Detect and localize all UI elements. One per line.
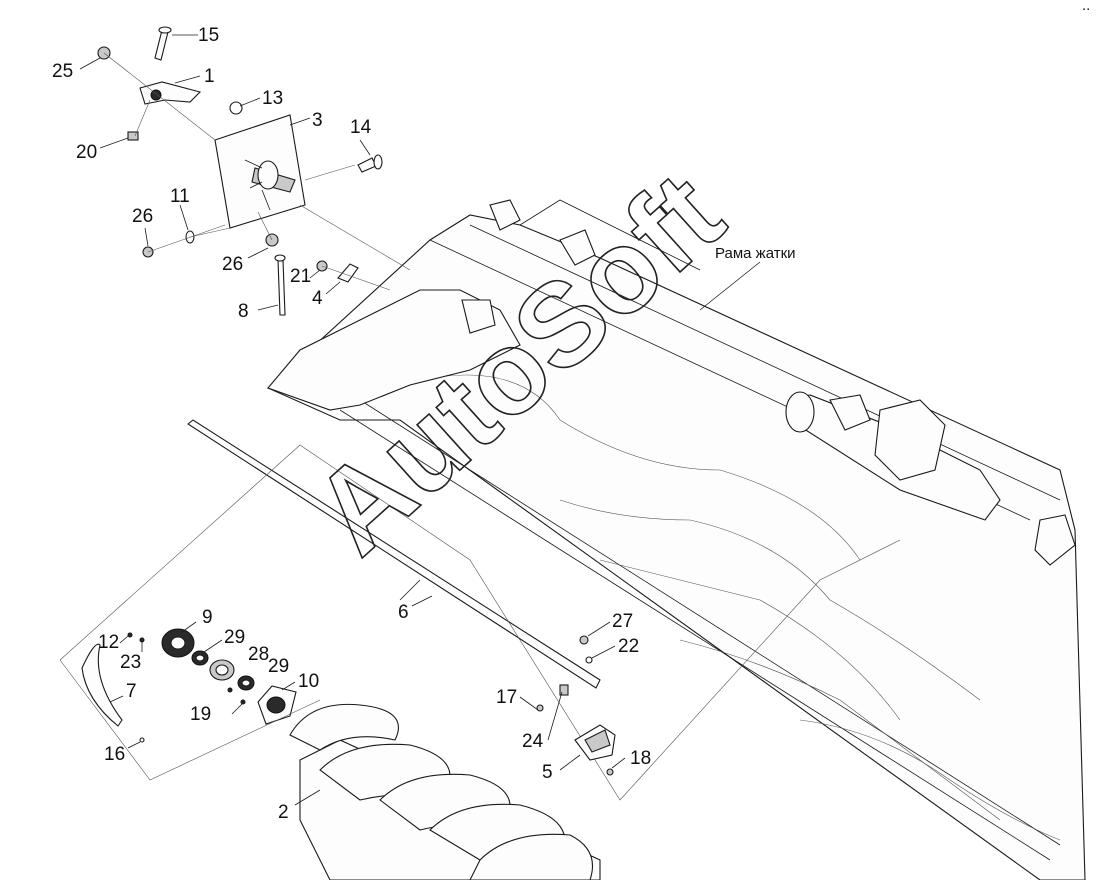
bolt-part-14: [357, 154, 383, 173]
clip-part-4: [337, 263, 359, 283]
callout-29-b: 29: [268, 656, 289, 677]
callout-25: 25: [52, 61, 73, 82]
frame-label: Рама жатки: [715, 245, 796, 262]
callout-4: 4: [312, 288, 323, 309]
pin-part-15: [154, 26, 172, 61]
callout-3: 3: [312, 110, 323, 131]
callout-26-left: 26: [132, 206, 153, 227]
callout-23: 23: [120, 652, 141, 673]
callout-10: 10: [298, 671, 319, 692]
leader-lines-top: [103, 52, 391, 291]
callout-8: 8: [238, 301, 249, 322]
callout-29-a: 29: [224, 627, 245, 648]
callout-1: 1: [204, 66, 215, 87]
callout-11: 11: [170, 186, 190, 207]
callout-22: 22: [618, 636, 639, 657]
cover-part-7: [81, 643, 123, 727]
callout-13: 13: [262, 88, 283, 109]
callout-24: 24: [522, 731, 544, 752]
washer-part-13: [229, 101, 243, 115]
callout-7: 7: [126, 681, 137, 702]
corner-mark: ..: [1082, 0, 1090, 14]
bearing-assembly: [59, 444, 901, 801]
callout-27: 27: [612, 611, 633, 632]
callout-numbers: 15 25 1 13 3 14 20 11 26 26 21 4 8 6 9 2…: [52, 25, 651, 823]
callout-26-center: 26: [222, 254, 243, 275]
header-frame: Рама жатки: [267, 199, 1086, 880]
callout-20: 20: [76, 142, 97, 163]
callout-5: 5: [542, 762, 553, 783]
auger-part-2: [289, 703, 601, 880]
callout-6: 6: [398, 602, 409, 623]
side-plate-part-3: [214, 114, 411, 271]
callout-28: 28: [248, 644, 269, 665]
knife-bar-part-6: [187, 419, 601, 689]
nut-part-20: [127, 131, 139, 141]
callout-15: 15: [198, 25, 219, 46]
callout-14: 14: [350, 117, 372, 138]
callout-12: 12: [98, 632, 119, 653]
callout-17: 17: [496, 687, 517, 708]
lever-part-1: [139, 81, 202, 105]
callout-19: 19: [190, 704, 211, 725]
callout-16: 16: [104, 744, 125, 765]
callout-leaders: [79, 34, 626, 806]
callout-9: 9: [202, 607, 213, 628]
bracket-part-5: [536, 635, 616, 776]
bolt-part-8: [274, 254, 286, 316]
callout-18: 18: [630, 748, 651, 769]
callout-2: 2: [278, 802, 289, 823]
callout-21: 21: [290, 266, 311, 287]
